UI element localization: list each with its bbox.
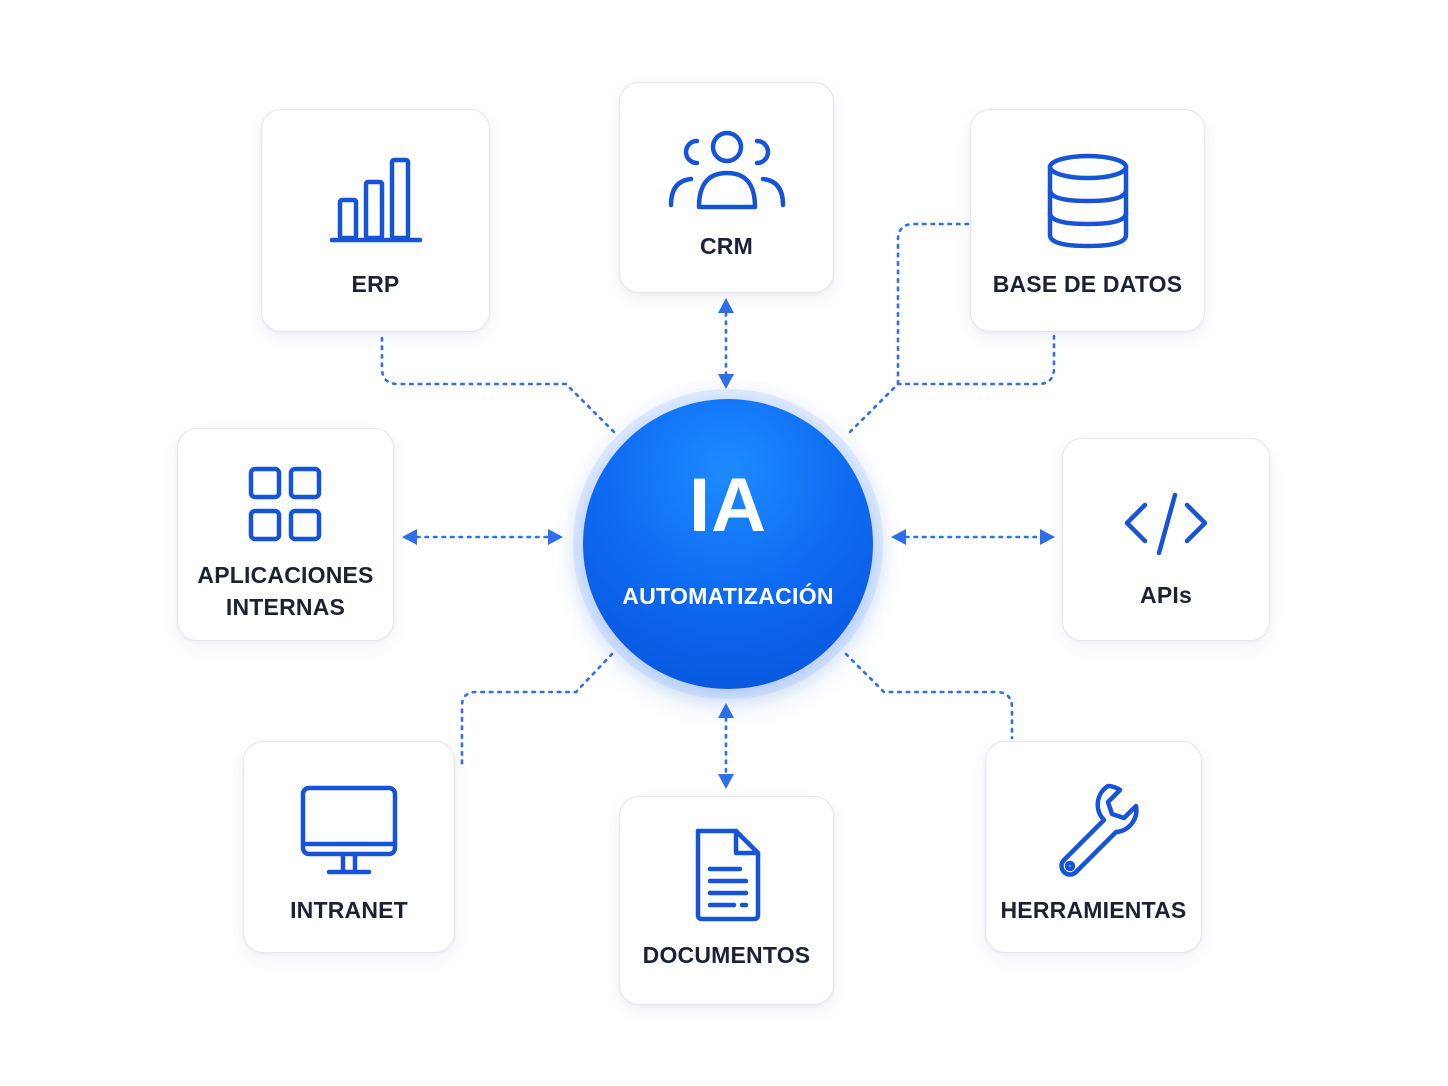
users-group-icon — [665, 127, 789, 215]
connector-database — [846, 222, 970, 436]
code-brackets-icon — [1123, 491, 1209, 557]
hub-title: IA — [689, 463, 767, 548]
node-documents-label: DOCUMENTOS — [642, 942, 811, 968]
node-tools-label: HERRAMIENTAS — [1000, 897, 1187, 923]
arrow-internal-apps-right — [548, 529, 563, 545]
node-tools[interactable]: HERRAMIENTAS — [985, 741, 1202, 953]
connector-intranet — [460, 652, 614, 768]
hub-ia[interactable]: IA AUTOMATIZACIÓN — [583, 399, 873, 689]
node-internal-apps[interactable]: APLICACIONES INTERNAS — [177, 428, 394, 641]
node-documents[interactable]: DOCUMENTOS — [619, 796, 834, 1005]
arrow-crm-down — [718, 374, 734, 389]
monitor-icon — [299, 784, 399, 878]
database-icon — [1045, 152, 1131, 250]
node-erp[interactable]: ERP — [261, 109, 490, 332]
node-intranet[interactable]: INTRANET — [243, 741, 455, 953]
app-grid-icon — [247, 465, 325, 545]
node-apis[interactable]: APIs — [1062, 438, 1270, 641]
node-intranet-label: INTRANET — [290, 897, 408, 923]
wrench-icon — [1046, 778, 1142, 878]
node-internal-apps-label-line2: INTERNAS — [225, 594, 346, 620]
arrow-apis-right — [1040, 529, 1055, 545]
node-internal-apps-label-line1: APLICACIONES — [197, 562, 374, 588]
arrow-documents-up — [718, 703, 734, 718]
bar-chart-icon — [326, 154, 426, 248]
connector-database-bottom — [896, 334, 1056, 386]
node-erp-label: ERP — [351, 271, 400, 297]
arrow-documents-down — [718, 774, 734, 789]
node-database[interactable]: BASE DE DATOS — [970, 109, 1205, 332]
node-database-label: BASE DE DATOS — [992, 271, 1183, 297]
node-crm[interactable]: CRM — [619, 82, 834, 293]
arrow-crm-up — [718, 298, 734, 313]
connector-tools — [844, 652, 1014, 740]
node-crm-label: CRM — [700, 233, 753, 259]
arrow-internal-apps-left — [402, 529, 417, 545]
document-icon — [690, 827, 764, 923]
hub-subtitle: AUTOMATIZACIÓN — [622, 583, 834, 609]
node-apis-label: APIs — [1140, 582, 1192, 608]
arrow-apis-left — [891, 529, 906, 545]
connector-erp — [380, 336, 618, 436]
